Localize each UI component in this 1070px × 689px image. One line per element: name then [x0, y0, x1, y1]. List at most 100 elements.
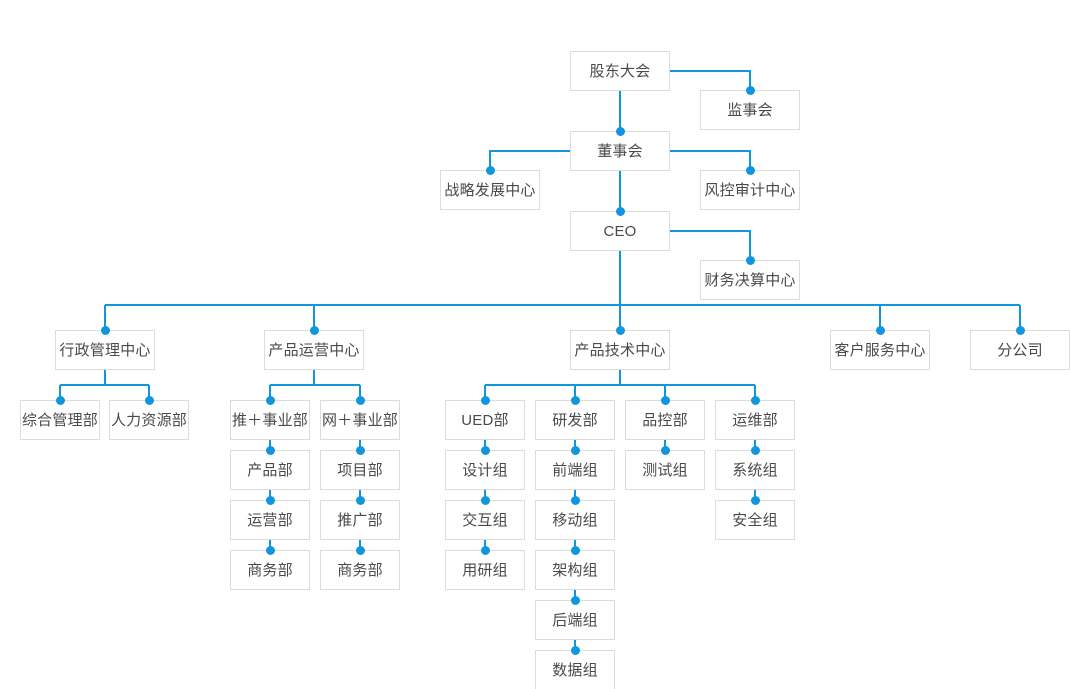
org-node-label-wang-bu: 网＋事业部	[321, 411, 398, 429]
org-node-product-dept[interactable]: 产品部	[230, 450, 310, 490]
org-node-label-product-ops-center: 产品运营中心	[268, 341, 360, 359]
dot-human-resources	[144, 395, 154, 405]
dot-rd-dept	[570, 395, 580, 405]
org-node-label-supervisors: 监事会	[727, 101, 773, 119]
org-node-product-ops-center[interactable]: 产品运营中心	[264, 330, 364, 370]
dot-frontend-group	[570, 445, 580, 455]
org-node-promotion-dept[interactable]: 推广部	[320, 500, 400, 540]
org-node-business-dept-1[interactable]: 商务部	[230, 550, 310, 590]
org-node-backend-group[interactable]: 后端组	[535, 600, 615, 640]
org-node-label-qa-dept: 品控部	[642, 411, 688, 429]
org-node-label-board: 董事会	[597, 142, 643, 160]
dot-data-group	[570, 645, 580, 655]
dot-product-dept	[265, 445, 275, 455]
org-node-architecture-group[interactable]: 架构组	[535, 550, 615, 590]
dot-promotion-dept	[355, 495, 365, 505]
dot-operations-dept	[265, 495, 275, 505]
org-node-general-admin[interactable]: 综合管理部	[20, 400, 100, 440]
org-node-test-group[interactable]: 测试组	[625, 450, 705, 490]
org-node-label-finance: 财务决算中心	[704, 271, 796, 289]
dot-strategy	[485, 165, 495, 175]
org-node-label-test-group: 测试组	[642, 461, 688, 479]
org-node-strategy[interactable]: 战略发展中心	[440, 170, 540, 210]
org-node-label-data-group: 数据组	[552, 661, 598, 679]
dot-project-dept	[355, 445, 365, 455]
dot-customer-service-center	[875, 325, 885, 335]
org-node-label-system-group: 系统组	[732, 461, 778, 479]
dot-architecture-group	[570, 545, 580, 555]
org-node-label-operations-dept: 运营部	[247, 511, 293, 529]
org-node-customer-service-center[interactable]: 客户服务中心	[830, 330, 930, 370]
org-node-supervisors[interactable]: 监事会	[700, 90, 800, 130]
org-node-label-interaction-group: 交互组	[462, 511, 508, 529]
dot-supervisors	[745, 85, 755, 95]
org-node-label-ops-dept: 运维部	[732, 411, 778, 429]
dot-business-dept-1	[265, 545, 275, 555]
connector-board-to-risk-audit	[670, 150, 751, 170]
dot-business-dept-2	[355, 545, 365, 555]
org-node-security-group[interactable]: 安全组	[715, 500, 795, 540]
org-node-branch-company[interactable]: 分公司	[970, 330, 1070, 370]
org-node-business-dept-2[interactable]: 商务部	[320, 550, 400, 590]
dot-product-tech-center	[615, 325, 625, 335]
org-node-label-tui-bu: 推＋事业部	[231, 411, 308, 429]
org-node-label-security-group: 安全组	[732, 511, 778, 529]
org-node-board[interactable]: 董事会	[570, 131, 670, 171]
org-node-interaction-group[interactable]: 交互组	[445, 500, 525, 540]
org-node-ops-dept[interactable]: 运维部	[715, 400, 795, 440]
org-node-label-project-dept: 项目部	[337, 461, 383, 479]
dot-board	[615, 126, 625, 136]
org-node-ued-dept[interactable]: UED部	[445, 400, 525, 440]
org-node-user-research-group[interactable]: 用研组	[445, 550, 525, 590]
org-node-ceo[interactable]: CEO	[570, 211, 670, 251]
org-node-label-architecture-group: 架构组	[552, 561, 598, 579]
org-node-design-group[interactable]: 设计组	[445, 450, 525, 490]
dot-finance	[745, 255, 755, 265]
dot-risk-audit	[745, 165, 755, 175]
org-node-admin-center[interactable]: 行政管理中心	[55, 330, 155, 370]
org-node-qa-dept[interactable]: 品控部	[625, 400, 705, 440]
dot-ceo	[615, 206, 625, 216]
org-node-shareholders[interactable]: 股东大会	[570, 51, 670, 91]
org-node-risk-audit[interactable]: 风控审计中心	[700, 170, 800, 210]
org-node-label-strategy: 战略发展中心	[444, 181, 536, 199]
org-node-product-tech-center[interactable]: 产品技术中心	[570, 330, 670, 370]
dot-tui-bu	[265, 395, 275, 405]
org-node-label-backend-group: 后端组	[552, 611, 598, 629]
dot-design-group	[480, 445, 490, 455]
org-node-label-shareholders: 股东大会	[589, 62, 651, 80]
org-node-mobile-group[interactable]: 移动组	[535, 500, 615, 540]
org-node-frontend-group[interactable]: 前端组	[535, 450, 615, 490]
org-node-finance[interactable]: 财务决算中心	[700, 260, 800, 300]
org-node-data-group[interactable]: 数据组	[535, 650, 615, 689]
dot-qa-dept	[660, 395, 670, 405]
org-node-label-risk-audit: 风控审计中心	[704, 181, 796, 199]
org-node-label-ceo: CEO	[603, 222, 637, 240]
org-node-label-business-dept-2: 商务部	[337, 561, 383, 579]
org-node-system-group[interactable]: 系统组	[715, 450, 795, 490]
org-node-human-resources[interactable]: 人力资源部	[109, 400, 189, 440]
dot-interaction-group	[480, 495, 490, 505]
org-node-label-ued-dept: UED部	[461, 411, 509, 429]
dot-test-group	[660, 445, 670, 455]
org-node-operations-dept[interactable]: 运营部	[230, 500, 310, 540]
dot-ued-dept	[480, 395, 490, 405]
dot-product-ops-center	[309, 325, 319, 335]
org-node-label-customer-service-center: 客户服务中心	[834, 341, 926, 359]
org-node-wang-bu[interactable]: 网＋事业部	[320, 400, 400, 440]
org-node-label-branch-company: 分公司	[997, 341, 1043, 359]
org-node-label-rd-dept: 研发部	[552, 411, 598, 429]
org-node-project-dept[interactable]: 项目部	[320, 450, 400, 490]
org-node-label-general-admin: 综合管理部	[21, 411, 98, 429]
connector-board-to-strategy	[489, 150, 570, 170]
org-node-tui-bu[interactable]: 推＋事业部	[230, 400, 310, 440]
dot-backend-group	[570, 595, 580, 605]
org-node-label-promotion-dept: 推广部	[337, 511, 383, 529]
org-node-rd-dept[interactable]: 研发部	[535, 400, 615, 440]
org-node-label-mobile-group: 移动组	[552, 511, 598, 529]
org-node-label-admin-center: 行政管理中心	[59, 341, 151, 359]
org-node-label-user-research-group: 用研组	[462, 561, 508, 579]
dot-security-group	[750, 495, 760, 505]
connector-shareholders-to-supervisors	[670, 70, 751, 90]
